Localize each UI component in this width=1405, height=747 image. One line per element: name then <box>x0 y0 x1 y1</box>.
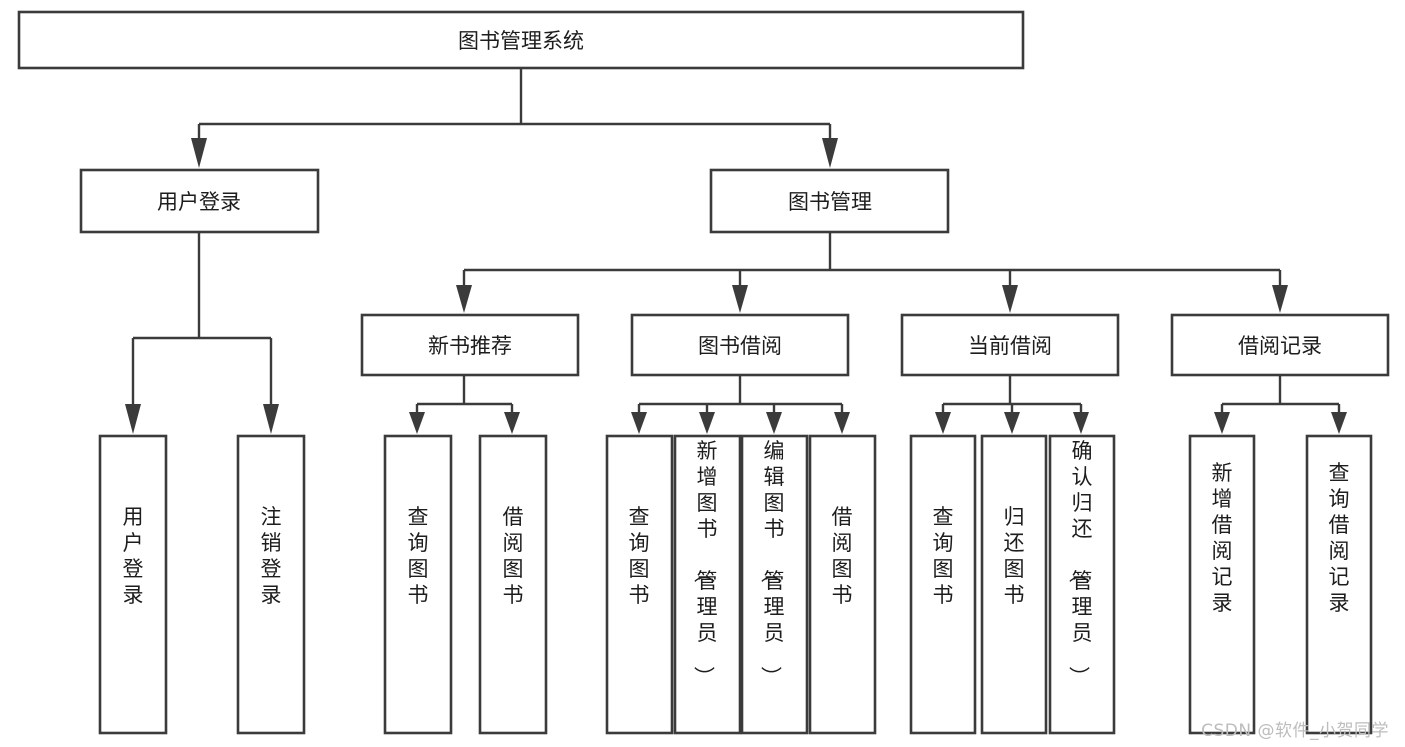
node-current-borrow[interactable]: 当前借阅 <box>900 313 1120 377</box>
arrow-head-new-book-recommend <box>456 285 472 313</box>
leaf-borrow-book-recommend-label: 借阅图书 <box>503 505 524 607</box>
arrow-head-leaf-query-book-3 <box>935 412 951 434</box>
leaf-node-query-book-current[interactable]: 查询图书 <box>909 434 977 735</box>
leaf-return-book-box <box>980 434 1048 735</box>
leaf-query-book-current-box <box>909 434 977 735</box>
arrow-head-leaf-query-book-1 <box>409 412 425 434</box>
leaf-node-logout[interactable]: 注销登录 <box>236 434 306 735</box>
leaf-user-login-box <box>98 434 168 735</box>
leaf-node-borrow-book-recommend[interactable]: 借阅图书 <box>478 434 548 735</box>
arrow-head-leaf-return-book <box>1004 412 1020 434</box>
arrow-head-borrow-record <box>1272 285 1288 313</box>
leaf-borrow-book-label: 借阅图书 <box>832 505 853 607</box>
leaf-query-borrow-record-label: 查询借阅记录 <box>1329 461 1350 615</box>
leaf-add-book-box <box>673 434 742 735</box>
leaf-logout-box <box>236 434 306 735</box>
connector-group-user-login <box>125 232 279 434</box>
leaf-add-borrow-record-box <box>1188 434 1256 735</box>
leaf-edit-book-label: 编辑图书（管理员） <box>759 439 785 687</box>
node-user-login-box <box>79 168 320 234</box>
node-borrow-record-box <box>1170 313 1390 377</box>
arrow-head-book-borrow <box>732 285 748 313</box>
arrow-head-leaf-add-record <box>1214 412 1230 434</box>
leaf-query-book-recommend-box <box>383 434 453 735</box>
node-book-borrow-label: 图书借阅 <box>698 334 782 358</box>
leaf-node-borrow-book[interactable]: 借阅图书 <box>808 434 877 735</box>
leaf-return-book-label: 归还图书 <box>1004 505 1025 607</box>
leaf-node-user-login[interactable]: 用户登录 <box>98 434 168 735</box>
node-book-management-label: 图书管理 <box>788 190 872 214</box>
leaf-node-edit-book[interactable]: 编辑图书（管理员） <box>740 434 809 735</box>
arrow-head-leaf-user-login <box>125 404 141 434</box>
leaf-node-query-book-borrow[interactable]: 查询图书 <box>605 434 674 735</box>
connector-group-borrow-record <box>1214 375 1347 434</box>
arrow-head-leaf-query-book-2 <box>631 412 647 434</box>
leaf-query-book-recommend-label: 查询图书 <box>408 505 429 607</box>
leaf-query-book-borrow-box <box>605 434 674 735</box>
arrow-head-leaf-logout <box>263 404 279 434</box>
arrow-head-book-mgmt <box>822 138 838 168</box>
node-root-label: 图书管理系统 <box>458 29 584 53</box>
node-new-book-recommend-label: 新书推荐 <box>428 334 512 358</box>
node-book-management-box <box>709 168 950 234</box>
node-book-borrow-box <box>630 313 850 377</box>
arrow-head-leaf-confirm-return <box>1073 412 1089 434</box>
leaf-borrow-book-box <box>808 434 877 735</box>
node-new-book-recommend[interactable]: 新书推荐 <box>360 313 580 377</box>
leaf-node-return-book[interactable]: 归还图书 <box>980 434 1048 735</box>
leaf-confirm-return-box <box>1048 434 1116 735</box>
leaf-add-borrow-record-label: 新增借阅记录 <box>1212 461 1233 615</box>
node-borrow-record-label: 借阅记录 <box>1238 334 1322 358</box>
leaf-node-add-borrow-record[interactable]: 新增借阅记录 <box>1188 434 1256 735</box>
connector-group-root <box>191 68 838 168</box>
leaf-add-book-label: 新增图书（管理员） <box>692 439 718 687</box>
leaf-node-confirm-return[interactable]: 确认归还（管理员） <box>1048 434 1116 735</box>
node-book-management[interactable]: 图书管理 <box>709 168 950 234</box>
node-book-borrow[interactable]: 图书借阅 <box>630 313 850 377</box>
leaf-borrow-book-recommend-box <box>478 434 548 735</box>
leaf-node-query-borrow-record[interactable]: 查询借阅记录 <box>1305 434 1373 735</box>
node-new-book-recommend-box <box>360 313 580 377</box>
leaf-node-add-book[interactable]: 新增图书（管理员） <box>673 434 742 735</box>
connector-group-book-borrow <box>631 375 850 434</box>
connector-group-current-borrow <box>935 375 1089 434</box>
leaf-node-query-book-recommend[interactable]: 查询图书 <box>383 434 453 735</box>
arrow-head-current-borrow <box>1002 285 1018 313</box>
leaf-confirm-return-label: 确认归还（管理员） <box>1067 439 1093 687</box>
arrow-head-leaf-borrow-book-1 <box>504 412 520 434</box>
leaf-user-login-label: 用户登录 <box>123 505 144 607</box>
arrow-head-leaf-query-record <box>1331 412 1347 434</box>
node-current-borrow-box <box>900 313 1120 377</box>
node-user-login[interactable]: 用户登录 <box>79 168 320 234</box>
node-borrow-record[interactable]: 借阅记录 <box>1170 313 1390 377</box>
leaf-edit-book-box <box>740 434 809 735</box>
connector-group-book-management <box>456 232 1288 313</box>
node-user-login-label: 用户登录 <box>157 190 241 214</box>
arrow-head-leaf-edit-book <box>766 412 782 434</box>
leaf-query-book-borrow-label: 查询图书 <box>629 505 650 607</box>
node-root-box <box>17 10 1025 70</box>
connector-group-new-book-recommend <box>409 375 520 434</box>
node-root-book-management-system[interactable]: 图书管理系统 <box>17 10 1025 70</box>
arrow-head-leaf-borrow-book-2 <box>834 412 850 434</box>
arrow-head-user-login <box>191 138 207 168</box>
leaf-query-book-current-label: 查询图书 <box>933 505 954 607</box>
arrow-head-leaf-add-book <box>699 412 715 434</box>
leaf-query-borrow-record-box <box>1305 434 1373 735</box>
leaf-logout-label: 注销登录 <box>261 505 282 607</box>
csdn-watermark: CSDN @软件_小贺同学 <box>1201 721 1389 741</box>
node-current-borrow-label: 当前借阅 <box>968 334 1052 358</box>
